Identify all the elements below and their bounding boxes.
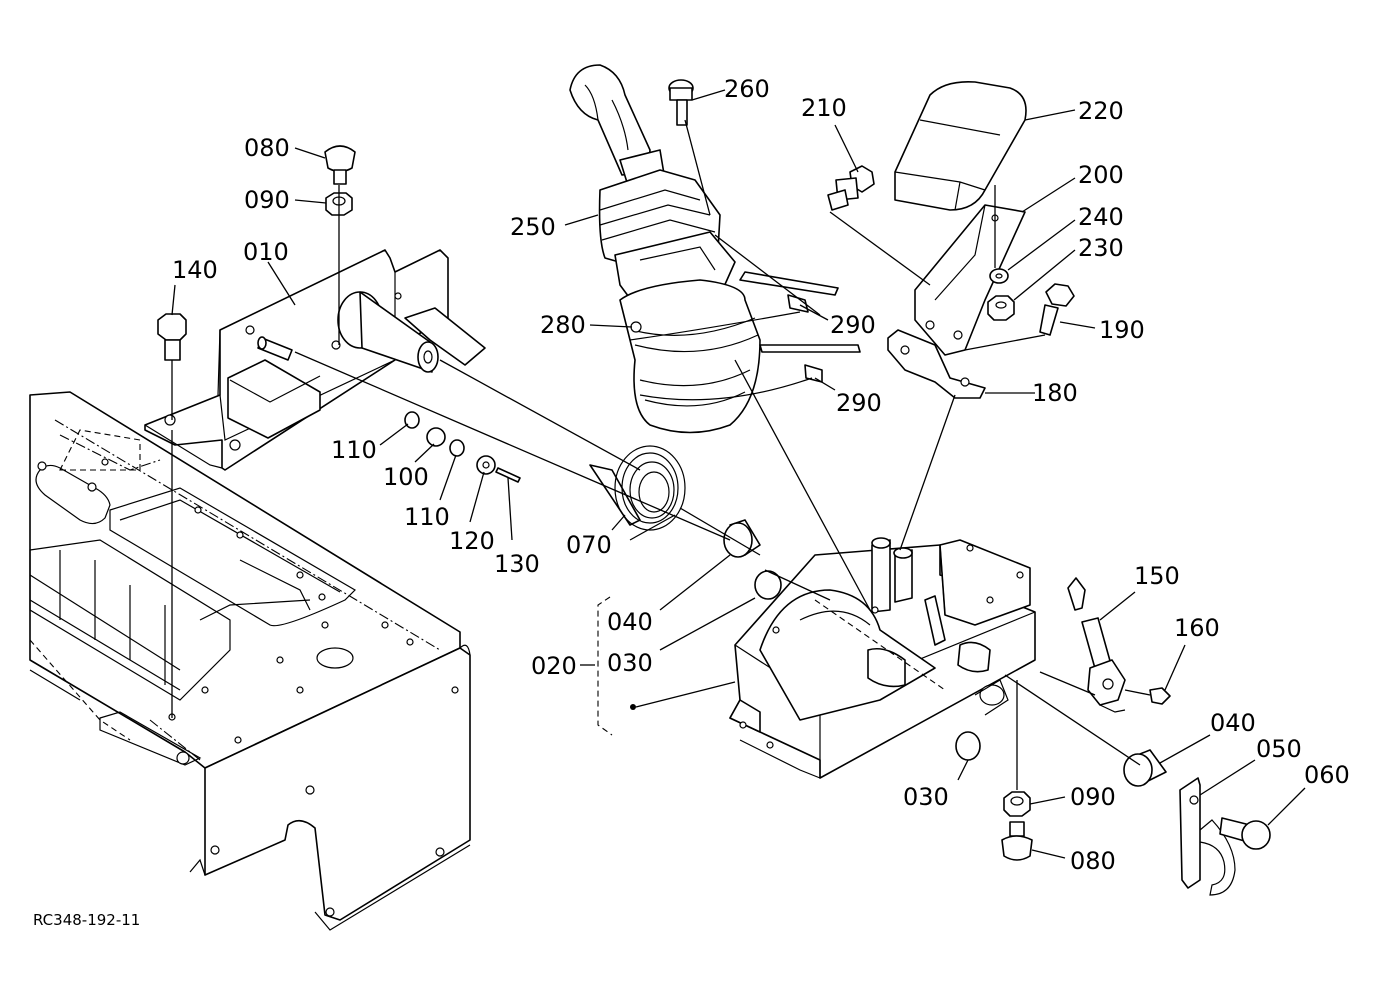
knob-080-lower: [1001, 821, 1033, 861]
label-p100: 100: [383, 463, 429, 491]
joystick-250: [569, 64, 761, 434]
label-p110a: 110: [331, 436, 377, 464]
cable-ties-290: [629, 271, 861, 401]
knob-080-top: [324, 145, 356, 185]
label-p110b: 110: [404, 503, 450, 531]
label-p130: 130: [494, 550, 540, 578]
plate-180: [887, 329, 986, 399]
label-p280: 280: [540, 311, 586, 339]
label-p150: 150: [1134, 562, 1180, 590]
label-p160: 160: [1174, 614, 1220, 642]
drawing-code: RC348-192-11: [33, 911, 140, 929]
label-p290b: 290: [836, 389, 882, 417]
label-p080b: 080: [1070, 847, 1116, 875]
nut-230: [987, 295, 1015, 321]
bolt-190: [1039, 283, 1075, 336]
label-p030b: 030: [903, 783, 949, 811]
part-labels: 010 080 090 140 110 100 110 120 130 070 …: [172, 75, 1350, 875]
label-p020: 020: [531, 652, 577, 680]
bushing-030-lower: [955, 731, 981, 761]
group-bracket-020: [597, 596, 736, 736]
bolt-140: [157, 313, 187, 361]
bushing-040-upper: [723, 519, 761, 558]
label-p210: 210: [801, 94, 847, 122]
label-p240: 240: [1078, 203, 1124, 231]
leader-lines: [171, 89, 1306, 859]
bracket-010: [144, 249, 486, 471]
bolt-060: [1219, 817, 1271, 850]
label-p050: 050: [1256, 735, 1302, 763]
label-p090b: 090: [1070, 783, 1116, 811]
label-p060: 060: [1304, 761, 1350, 789]
label-p010: 010: [243, 238, 289, 266]
label-p190: 190: [1099, 316, 1145, 344]
label-p250: 250: [510, 213, 556, 241]
label-p290a: 290: [830, 311, 876, 339]
label-p260: 260: [724, 75, 770, 103]
floor-frame: [29, 391, 471, 931]
nut-090-lower: [1003, 791, 1031, 817]
label-p080a: 080: [244, 134, 290, 162]
label-p200: 200: [1078, 161, 1124, 189]
hook-plate-050: [1179, 777, 1236, 896]
label-p070: 070: [566, 531, 612, 559]
bushing-040-lower: [1123, 749, 1167, 787]
label-p180: 180: [1032, 379, 1078, 407]
label-p140: 140: [172, 256, 218, 284]
label-p120: 120: [449, 527, 495, 555]
assembly-lines: [171, 119, 1151, 790]
spring-070: [589, 445, 686, 541]
label-p090a: 090: [244, 186, 290, 214]
washer-set: [404, 411, 521, 483]
bolt-210: [827, 165, 875, 211]
damper-150: [1067, 577, 1126, 713]
screw-260: [668, 79, 694, 126]
label-p030a: 030: [607, 649, 653, 677]
label-p220: 220: [1078, 97, 1124, 125]
label-p040b: 040: [1210, 709, 1256, 737]
washer-240: [989, 268, 1009, 284]
screw-160: [1149, 687, 1171, 705]
base-020: [729, 537, 1036, 779]
label-p230: 230: [1078, 234, 1124, 262]
cover-220: [894, 80, 1027, 211]
bracket-200: [914, 204, 1026, 356]
label-p040a: 040: [607, 608, 653, 636]
